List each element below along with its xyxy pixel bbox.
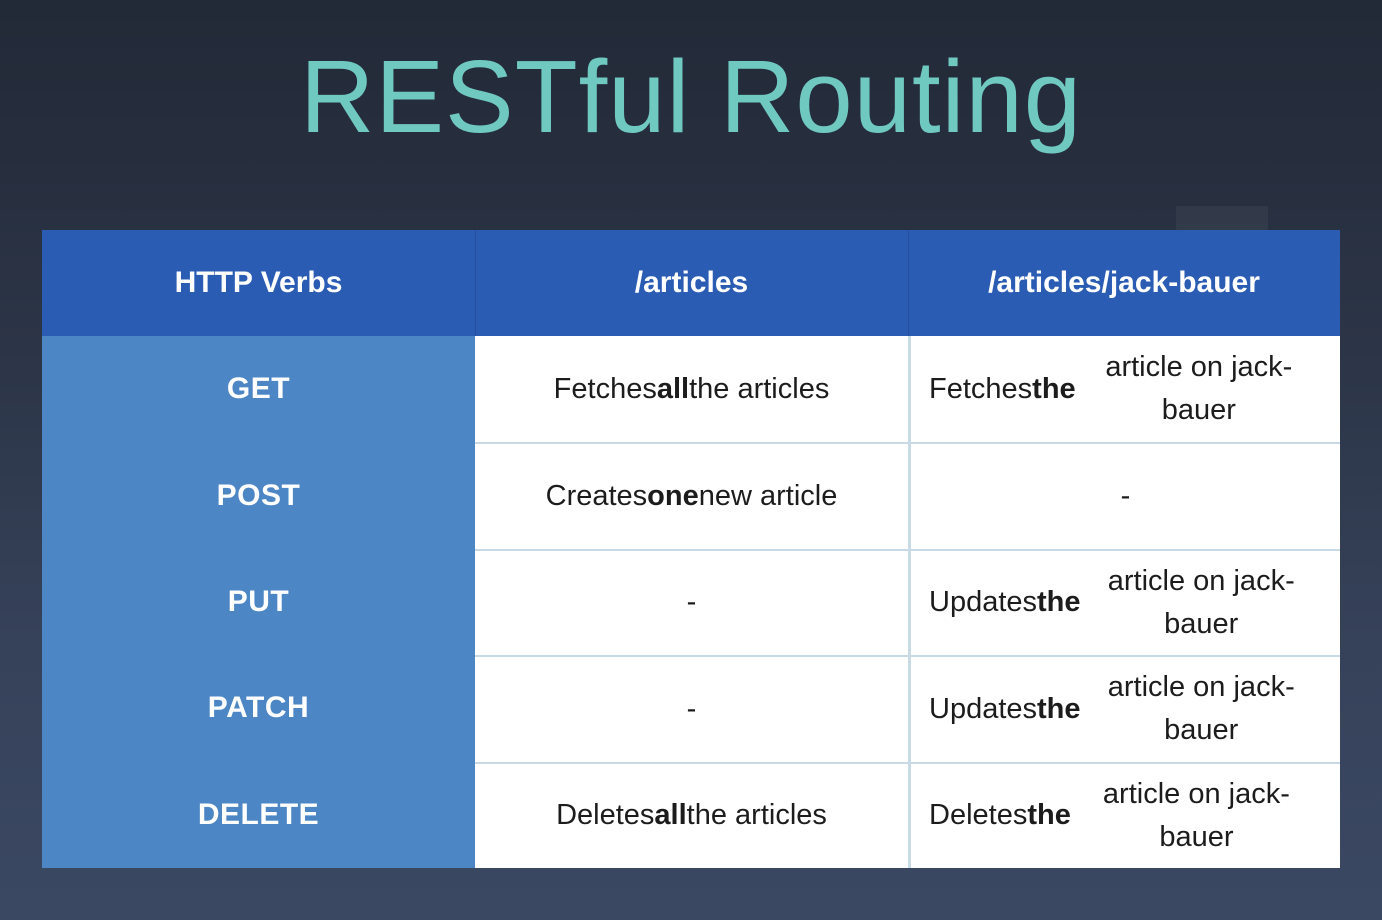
cell-post-article-single: - [908, 442, 1340, 549]
verb-cell-post: POST [42, 442, 475, 549]
cell-patch-articles: - [475, 655, 908, 762]
verb-cell-patch: PATCH [42, 655, 475, 762]
verb-cell-get: GET [42, 336, 475, 443]
cell-get-articles: Fetches all the articles [475, 336, 908, 443]
cell-delete-article-single: Deletes the article on jack-bauer [908, 761, 1340, 868]
cell-get-article-single: Fetches the article on jack-bauer [908, 336, 1340, 443]
restful-routing-table: HTTP Verbs /articles /articles/jack-baue… [42, 230, 1340, 868]
column-header-articles: /articles [475, 230, 908, 336]
verb-cell-put: PUT [42, 548, 475, 656]
cell-delete-articles: Deletes all the articles [475, 761, 908, 868]
cell-put-article-single: Updates the article on jack-bauer [908, 548, 1340, 656]
highlight-artifact [1176, 206, 1268, 230]
page-title: RESTful Routing [299, 39, 1083, 154]
verb-cell-delete: DELETE [42, 761, 475, 868]
column-header-http-verbs: HTTP Verbs [42, 230, 475, 336]
column-header-articles-jack-bauer: /articles/jack-bauer [908, 230, 1340, 336]
cell-put-articles: - [475, 548, 908, 656]
cell-post-articles: Creates one new article [475, 442, 908, 549]
cell-patch-article-single: Updates the article on jack-bauer [908, 655, 1340, 762]
